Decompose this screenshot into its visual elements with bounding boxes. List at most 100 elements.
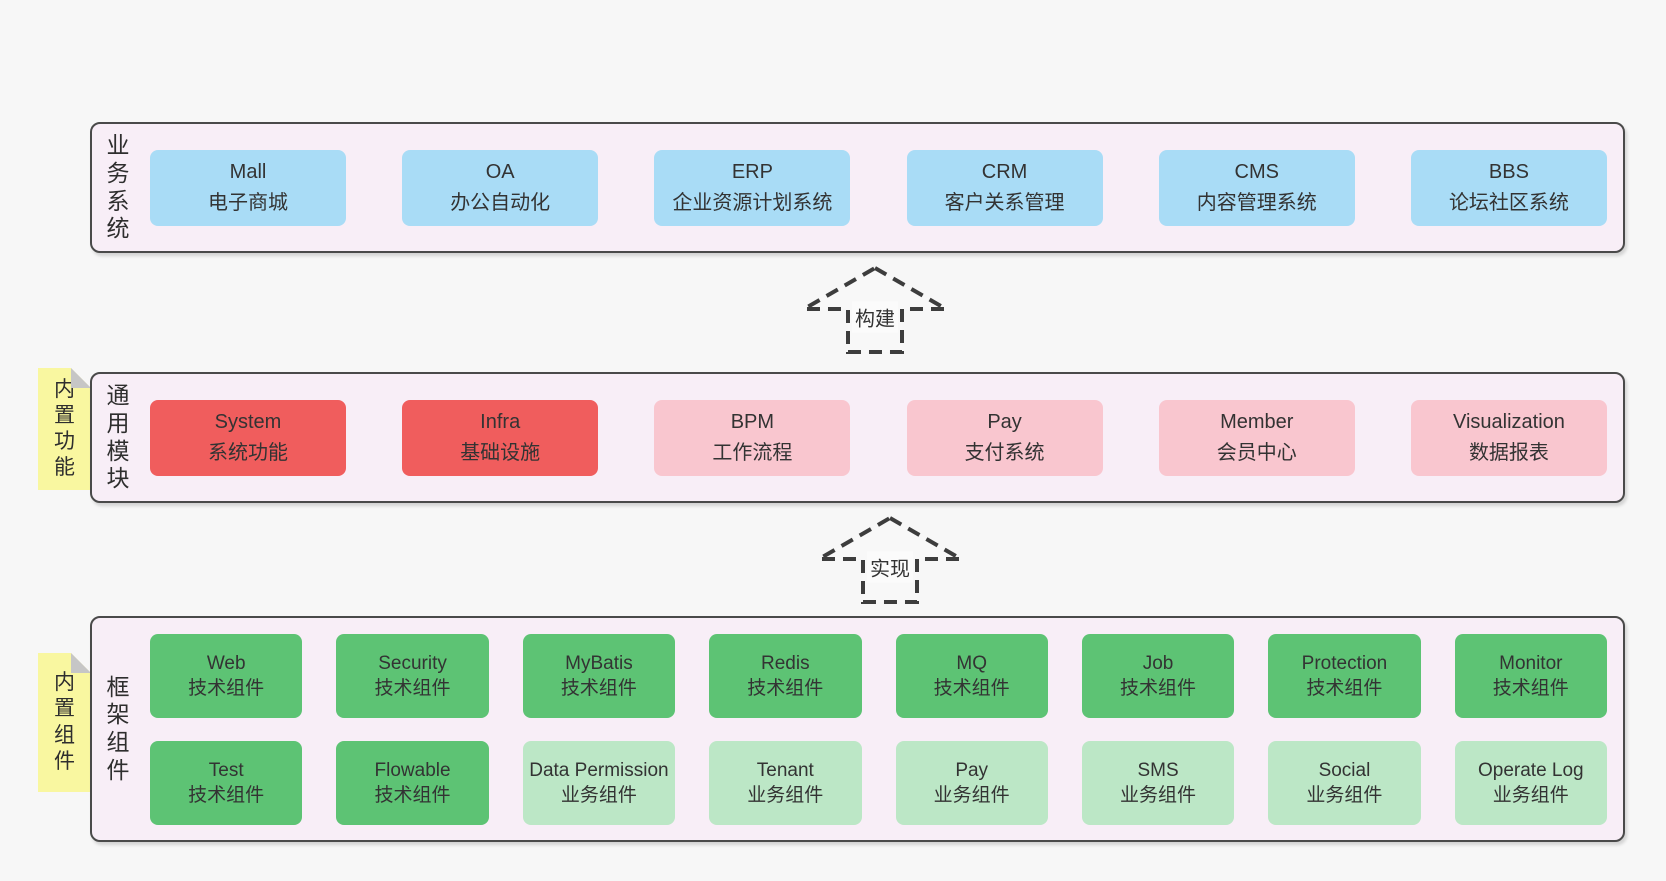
box-subtitle: 办公自动化 bbox=[450, 191, 551, 214]
box-subtitle: 业务组件 bbox=[1492, 785, 1569, 806]
box-title: System bbox=[214, 410, 282, 433]
built-in-features-label: 内置功能 bbox=[53, 377, 75, 480]
box-subtitle: 业务组件 bbox=[933, 785, 1010, 806]
layer-label-column: 业务系统 bbox=[92, 124, 144, 251]
box-subtitle: 支付系统 bbox=[964, 441, 1045, 464]
box-title: Test bbox=[208, 759, 244, 781]
box-title: Security bbox=[378, 652, 447, 674]
box-social: Social 业务组件 bbox=[1268, 741, 1421, 825]
box-cms: CMS 内容管理系统 bbox=[1158, 149, 1355, 226]
box-title: CMS bbox=[1234, 160, 1279, 183]
box-test: Test 技术组件 bbox=[150, 741, 303, 825]
box-subtitle: 会员中心 bbox=[1216, 441, 1297, 464]
box-title: Data Permission bbox=[529, 759, 669, 781]
box-title: Flowable bbox=[374, 759, 451, 781]
box-protection: Protection 技术组件 bbox=[1268, 634, 1421, 718]
box-visualization: Visualization 数据报表 bbox=[1410, 399, 1607, 476]
box-title: BPM bbox=[730, 410, 775, 433]
box-oa: OA 办公自动化 bbox=[402, 149, 599, 226]
box-subtitle: 技术组件 bbox=[374, 785, 451, 806]
box-subtitle: 业务组件 bbox=[560, 785, 637, 806]
box-subtitle: 基础设施 bbox=[460, 441, 541, 464]
box-title: Visualization bbox=[1452, 410, 1565, 433]
box-sms: SMS 业务组件 bbox=[1081, 741, 1235, 825]
business-systems-row: Mall 电子商城 OA 办公自动化 ERP 企业资源计划系统 CRM 客户关系… bbox=[144, 124, 1623, 251]
box-subtitle: 业务组件 bbox=[1306, 785, 1383, 806]
box-flowable: Flowable 技术组件 bbox=[336, 741, 489, 825]
box-monitor: Monitor 技术组件 bbox=[1454, 634, 1607, 718]
box-web: Web 技术组件 bbox=[150, 634, 303, 718]
box-subtitle: 业务组件 bbox=[1120, 785, 1197, 806]
box-infra: Infra 基础设施 bbox=[402, 399, 599, 476]
box-pay-system: Pay 支付系统 bbox=[906, 399, 1103, 476]
box-title: BBS bbox=[1488, 160, 1529, 183]
box-title: Redis bbox=[761, 652, 810, 674]
box-subtitle: 内容管理系统 bbox=[1196, 191, 1317, 214]
implement-arrow: 实现 bbox=[815, 514, 965, 606]
business-systems-label: 业务系统 bbox=[106, 132, 130, 242]
box-subtitle: 企业资源计划系统 bbox=[672, 191, 833, 214]
box-data-permission: Data Permission 业务组件 bbox=[522, 741, 676, 825]
box-title: Member bbox=[1220, 410, 1294, 433]
common-modules-row: System 系统功能 Infra 基础设施 BPM 工作流程 Pay 支付系统… bbox=[144, 374, 1623, 501]
built-in-components-label: 内置组件 bbox=[53, 671, 75, 773]
box-tenant: Tenant 业务组件 bbox=[709, 741, 862, 825]
box-subtitle: 技术组件 bbox=[560, 678, 637, 699]
box-pay-component: Pay 业务组件 bbox=[895, 741, 1048, 825]
box-subtitle: 技术组件 bbox=[188, 785, 265, 806]
box-operate-log: Operate Log 业务组件 bbox=[1454, 741, 1607, 825]
built-in-features-tag: 内置功能 bbox=[38, 368, 91, 490]
box-subtitle: 系统功能 bbox=[208, 441, 288, 464]
box-subtitle: 技术组件 bbox=[1306, 678, 1383, 699]
box-crm: CRM 客户关系管理 bbox=[906, 149, 1103, 226]
box-mq: MQ 技术组件 bbox=[895, 634, 1048, 718]
layer-label-column: 框架组件 bbox=[92, 618, 144, 840]
box-title: Social bbox=[1318, 759, 1371, 781]
box-title: Operate Log bbox=[1477, 759, 1584, 781]
box-subtitle: 客户关系管理 bbox=[944, 191, 1065, 214]
box-security: Security 技术组件 bbox=[336, 634, 489, 718]
framework-components-label: 框架组件 bbox=[106, 673, 130, 783]
box-title: Monitor bbox=[1499, 652, 1563, 674]
box-subtitle: 技术组件 bbox=[1120, 678, 1197, 699]
box-bbs: BBS 论坛社区系统 bbox=[1410, 149, 1607, 226]
box-subtitle: 数据报表 bbox=[1468, 441, 1549, 464]
common-modules-label: 通用模块 bbox=[106, 382, 130, 492]
arrow-label: 构建 bbox=[852, 301, 898, 333]
box-subtitle: 技术组件 bbox=[1492, 678, 1569, 699]
box-subtitle: 工作流程 bbox=[712, 441, 793, 464]
box-subtitle: 技术组件 bbox=[188, 678, 265, 699]
box-title: Tenant bbox=[756, 759, 814, 781]
build-arrow: 构建 bbox=[800, 264, 950, 356]
box-subtitle: 论坛社区系统 bbox=[1448, 191, 1569, 214]
box-subtitle: 电子商城 bbox=[208, 191, 288, 214]
box-erp: ERP 企业资源计划系统 bbox=[654, 149, 851, 226]
box-job: Job 技术组件 bbox=[1081, 634, 1235, 718]
layer-label-column: 通用模块 bbox=[92, 374, 144, 501]
framework-components-grid: Web 技术组件 Security 技术组件 MyBatis 技术组件 Redi… bbox=[144, 618, 1623, 840]
box-title: Protection bbox=[1301, 652, 1388, 674]
common-modules-layer: 通用模块 System 系统功能 Infra 基础设施 BPM 工作流程 Pay… bbox=[90, 372, 1625, 503]
box-title: CRM bbox=[981, 160, 1028, 183]
box-subtitle: 技术组件 bbox=[374, 678, 451, 699]
box-title: Pay bbox=[955, 759, 989, 781]
box-title: MyBatis bbox=[565, 652, 633, 674]
box-redis: Redis 技术组件 bbox=[709, 634, 862, 718]
box-mall: Mall 电子商城 bbox=[150, 149, 346, 226]
box-mybatis: MyBatis 技术组件 bbox=[522, 634, 676, 718]
arrow-label: 实现 bbox=[867, 551, 913, 583]
business-systems-layer: 业务系统 Mall 电子商城 OA 办公自动化 ERP 企业资源计划系统 CRM… bbox=[90, 122, 1625, 253]
box-title: Infra bbox=[480, 410, 521, 433]
box-title: SMS bbox=[1137, 759, 1179, 781]
box-subtitle: 技术组件 bbox=[933, 678, 1010, 699]
framework-components-layer: 框架组件 Web 技术组件 Security 技术组件 MyBatis 技术组件… bbox=[90, 616, 1625, 842]
box-title: Mall bbox=[229, 160, 267, 183]
box-title: Web bbox=[206, 652, 246, 674]
box-bpm: BPM 工作流程 bbox=[654, 399, 851, 476]
box-subtitle: 技术组件 bbox=[747, 678, 824, 699]
box-system: System 系统功能 bbox=[150, 399, 346, 476]
box-title: OA bbox=[485, 160, 515, 183]
built-in-components-tag: 内置组件 bbox=[38, 653, 91, 792]
box-title: MQ bbox=[956, 652, 987, 674]
box-title: Pay bbox=[987, 410, 1022, 433]
